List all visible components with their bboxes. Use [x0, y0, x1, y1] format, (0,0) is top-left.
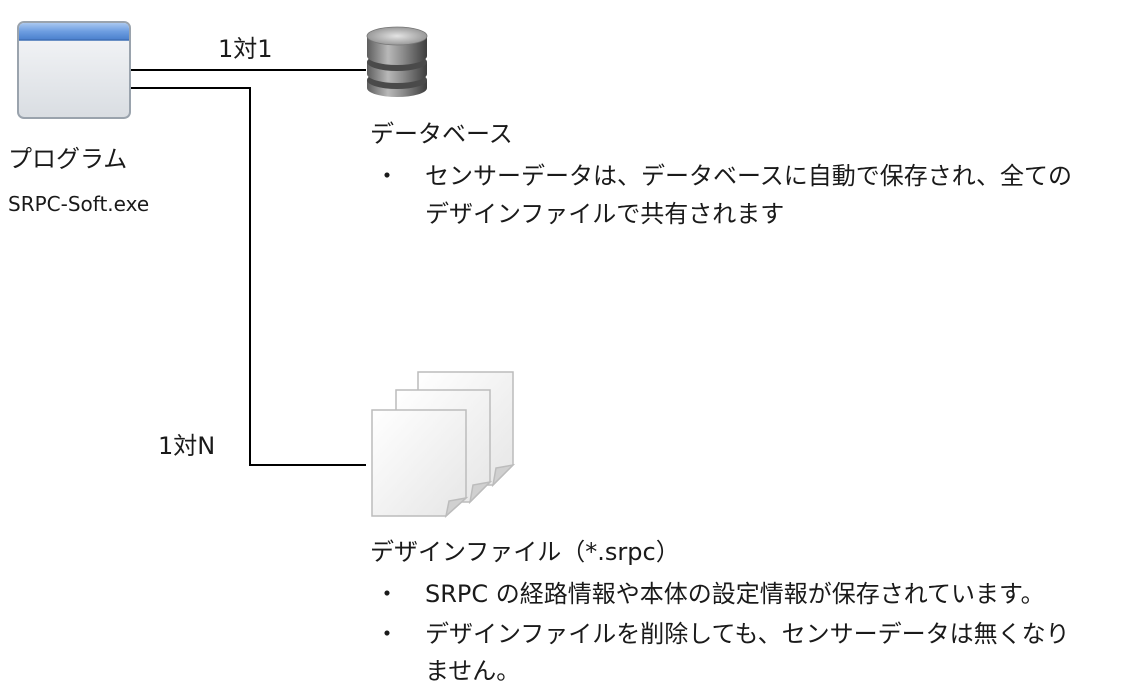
database-bullet-line-2: デザインファイルで共有されます — [425, 200, 785, 228]
database-bullet-line-1: センサーデータは、データベースに自動で保存され、全ての — [425, 162, 1073, 190]
document-stack-icon — [371, 371, 516, 519]
bullet-symbol: ・ — [375, 162, 399, 190]
design-files-bullet-1-line-1: SRPC の経路情報や本体の設定情報が保存されています。 — [425, 580, 1045, 608]
design-files-bullet-2-line-2: ません。 — [425, 657, 521, 685]
application-window-icon — [17, 21, 131, 119]
bullet-symbol: ・ — [375, 620, 399, 648]
program-name: プログラム — [8, 145, 128, 173]
design-files-title: デザインファイル（*.srpc） — [370, 538, 680, 566]
program-node — [14, 20, 134, 120]
design-files-bullet-2-line-1: デザインファイルを削除しても、センサーデータは無くなり — [425, 620, 1070, 648]
design-files-bullet-1: ・ SRPC の経路情報や本体の設定情報が保存されています。 — [375, 580, 1115, 610]
relation-label-database: 1対1 — [218, 35, 273, 63]
bullet-symbol: ・ — [375, 580, 399, 608]
design-files-bullet-2: ・ デザインファイルを削除しても、センサーデータは無くなり ません。 — [375, 620, 1115, 690]
database-icon — [366, 26, 428, 97]
database-bullet: ・ センサーデータは、データベースに自動で保存され、全ての デザインファイルで共… — [375, 162, 1115, 234]
program-filename: SRPC-Soft.exe — [8, 192, 150, 216]
database-node — [362, 22, 432, 102]
connector-program-design-files — [130, 87, 366, 466]
relation-label-design-files: 1対N — [158, 432, 216, 460]
design-files-node — [368, 370, 518, 519]
database-title: データベース — [370, 120, 513, 148]
